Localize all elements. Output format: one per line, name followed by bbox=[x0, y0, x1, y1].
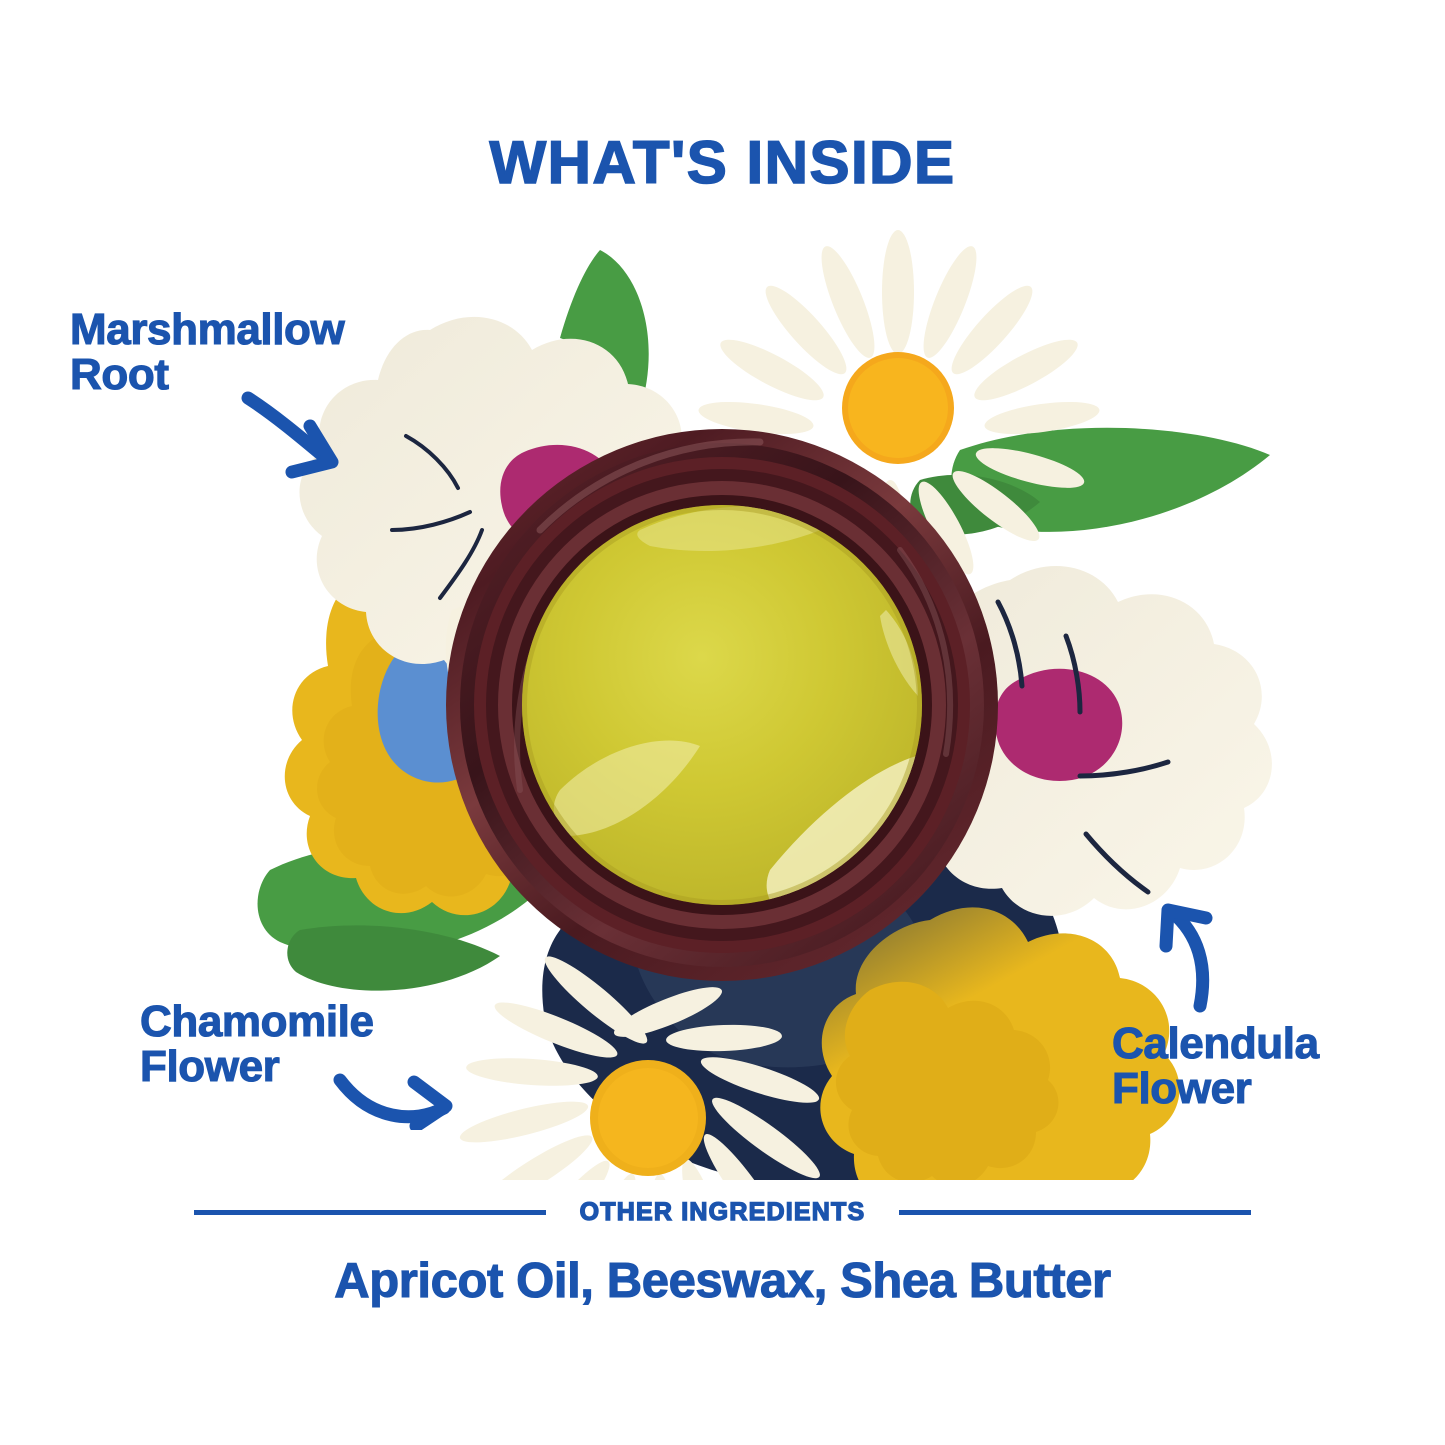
curved-arrow-down-right-icon bbox=[236, 388, 366, 488]
amber-glass-jar bbox=[446, 429, 998, 981]
callout-label-calendula-flower: Calendula Flower bbox=[1111, 1019, 1319, 1113]
callout-label-chamomile-flower: Chamomile Flower bbox=[139, 997, 374, 1091]
callout-label-marshmallow-root: Marshmallow Root bbox=[69, 305, 345, 399]
product-artwork bbox=[0, 230, 1445, 1180]
page-title: WHAT'S INSIDE bbox=[489, 128, 956, 197]
chamomile-daisy-bottom bbox=[459, 956, 820, 1180]
divider-left bbox=[193, 1210, 546, 1215]
other-ingredients-section: OTHER INGREDIENTS Apricot Oil, Beeswax, … bbox=[0, 1197, 1445, 1309]
calendula-flower-right bbox=[820, 907, 1180, 1180]
divider-right bbox=[899, 1210, 1252, 1215]
other-ingredients-heading-row: OTHER INGREDIENTS bbox=[0, 1197, 1445, 1227]
other-ingredients-heading: OTHER INGREDIENTS bbox=[579, 1197, 866, 1226]
other-ingredients-list: Apricot Oil, Beeswax, Shea Butter bbox=[334, 1253, 1112, 1308]
curved-arrow-right-icon bbox=[330, 1058, 460, 1135]
curved-arrow-up-left-icon bbox=[1150, 898, 1260, 1018]
